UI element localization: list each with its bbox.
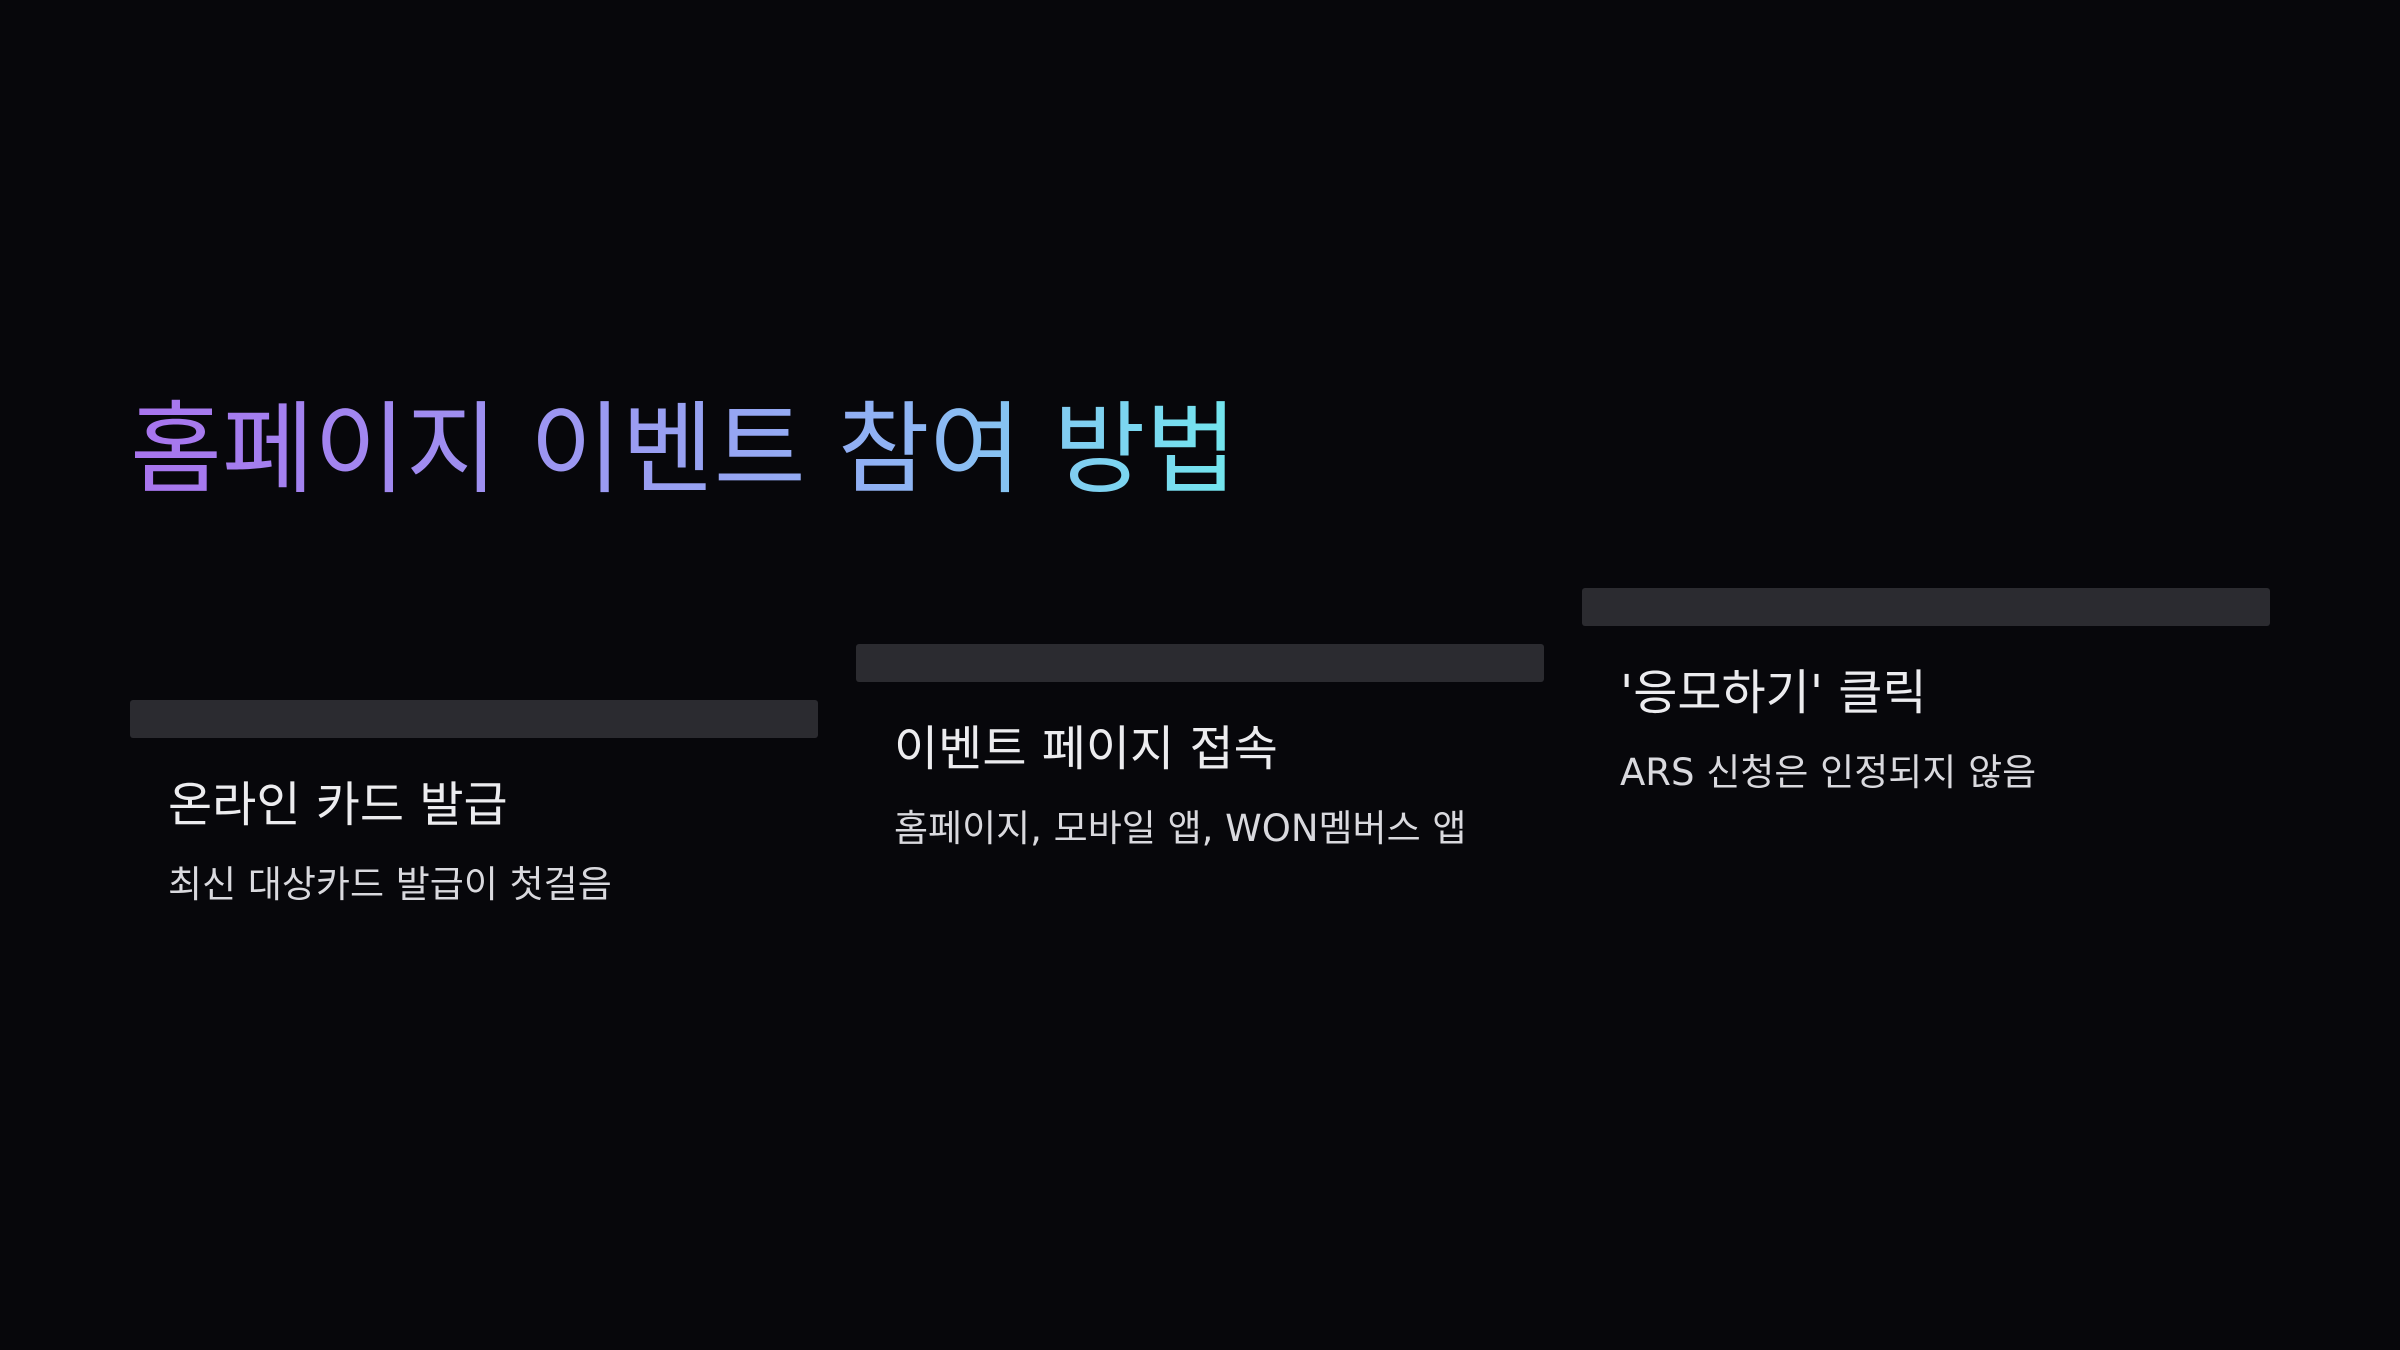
step-card-1: 온라인 카드 발급 최신 대상카드 발급이 첫걸음	[130, 700, 818, 910]
step-card-3: '응모하기' 클릭 ARS 신청은 인정되지 않음	[1582, 588, 2270, 798]
step-bar-1	[130, 700, 818, 738]
step-heading-2: 이벤트 페이지 접속	[894, 721, 1278, 777]
step-description-1: 최신 대상카드 발급이 첫걸음	[168, 863, 612, 906]
step-heading-3: '응모하기' 클릭	[1620, 665, 1927, 721]
step-description-2: 홈페이지, 모바일 앱, WON멤버스 앱	[894, 807, 1467, 850]
step-bar-2	[856, 644, 1544, 682]
step-card-2: 이벤트 페이지 접속 홈페이지, 모바일 앱, WON멤버스 앱	[856, 644, 1544, 854]
page-title: 홈페이지 이벤트 참여 방법	[130, 391, 1238, 508]
step-heading-1: 온라인 카드 발급	[168, 777, 508, 833]
step-description-3: ARS 신청은 인정되지 않음	[1620, 751, 2037, 794]
step-bar-3	[1582, 588, 2270, 626]
